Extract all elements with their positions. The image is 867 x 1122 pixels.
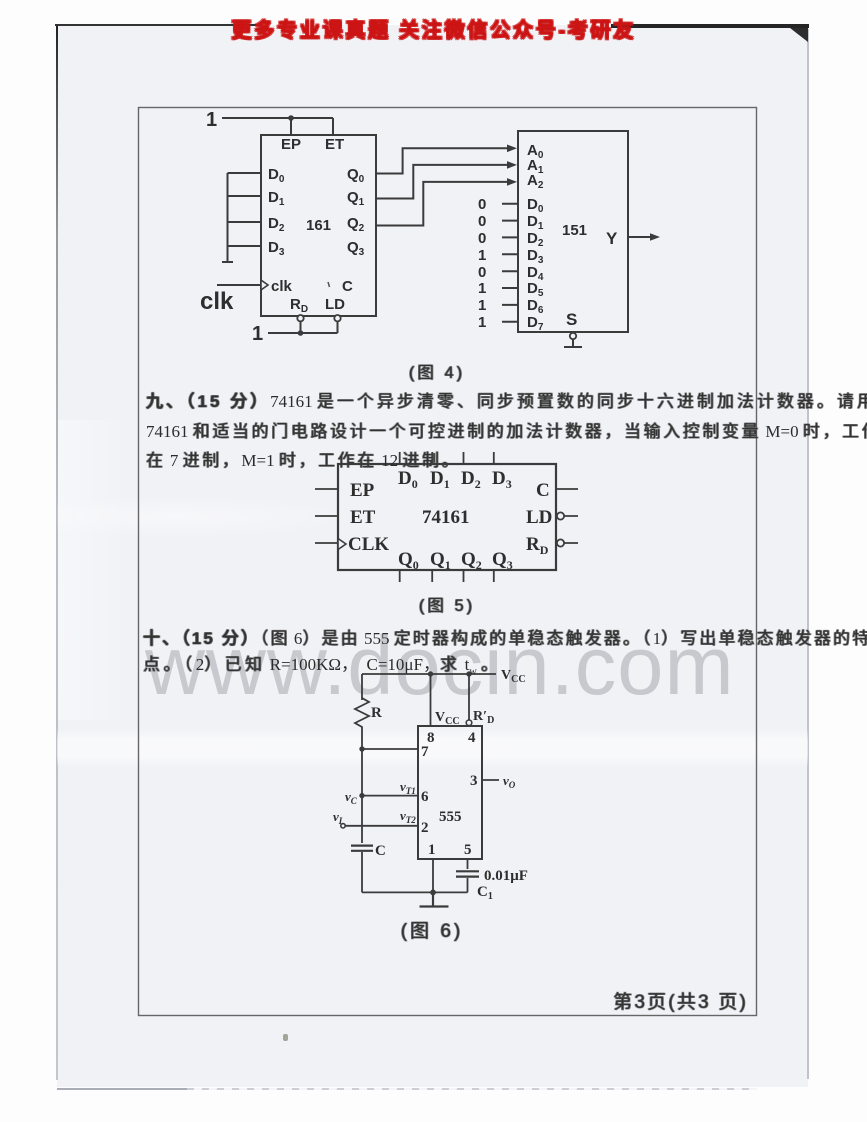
svg-text:Y: Y [606,229,618,248]
svg-text:RD: RD [526,534,549,557]
svg-text:0.01μF: 0.01μF [484,868,528,884]
svg-text:0: 0 [478,230,486,247]
svg-text:1: 1 [428,842,436,858]
svg-text:R: R [371,705,382,721]
svg-text:R′D: R′D [473,709,494,726]
svg-text:clk: clk [200,288,234,315]
svg-text:1: 1 [478,247,486,264]
svg-text:Q3: Q3 [347,239,365,258]
svg-text:D3: D3 [492,468,512,491]
svg-text:555: 555 [439,809,462,825]
svg-text:5: 5 [464,842,472,858]
svg-text:0: 0 [478,264,486,281]
svg-text:LD: LD [325,296,345,313]
svg-text:vI: vI [333,809,343,826]
svg-text:1: 1 [478,280,486,297]
svg-text:Q3: Q3 [492,549,513,572]
svg-text:D1: D1 [268,189,285,208]
svg-text:C1: C1 [477,884,493,902]
svg-text:VCC: VCC [435,710,460,727]
svg-text:2: 2 [421,820,429,836]
svg-text:C: C [536,480,550,501]
svg-text:VCC: VCC [501,668,526,685]
svg-text:D7: D7 [527,314,544,333]
svg-text:C: C [342,278,353,295]
svg-text:vO: vO [503,773,516,790]
svg-text:0: 0 [478,213,486,230]
svg-text:1: 1 [478,314,486,331]
svg-text:EP: EP [281,136,301,153]
svg-text:Q2: Q2 [461,549,482,572]
svg-text:EP: EP [350,480,375,501]
svg-text:vC: vC [345,789,358,806]
svg-text:74161: 74161 [422,507,470,528]
svg-text:S: S [566,310,577,329]
svg-text:LD: LD [526,507,552,528]
svg-text:3: 3 [470,773,478,789]
svg-text:D0: D0 [268,166,285,185]
svg-text:6: 6 [421,789,429,805]
svg-text:1: 1 [252,323,263,345]
svg-text:0: 0 [478,196,486,213]
svg-text:C: C [375,843,386,859]
svg-text:D2: D2 [461,468,481,491]
svg-text:ET: ET [350,507,376,528]
svg-text:RD: RD [290,296,308,315]
svg-text:Q1: Q1 [430,549,451,572]
svg-text:D0: D0 [398,468,418,491]
svg-text:CLK: CLK [348,534,389,555]
svg-text:vT2: vT2 [400,808,416,825]
svg-text:Q1: Q1 [347,189,365,208]
svg-text:7: 7 [421,744,429,760]
svg-text:clk: clk [271,278,293,295]
svg-text:D3: D3 [268,239,285,258]
svg-text:D2: D2 [268,215,285,234]
svg-text:Q0: Q0 [347,166,365,185]
svg-text:vT1: vT1 [400,779,416,796]
svg-text:1: 1 [478,297,486,314]
svg-text:8: 8 [427,730,435,746]
svg-text:ET: ET [325,136,344,153]
svg-text:1: 1 [206,109,217,131]
svg-text:Q2: Q2 [347,215,365,234]
svg-text:161: 161 [306,217,331,234]
svg-text:D1: D1 [430,468,450,491]
svg-text:4: 4 [468,730,476,746]
svg-text:151: 151 [562,222,587,239]
svg-text:Q0: Q0 [398,549,419,572]
